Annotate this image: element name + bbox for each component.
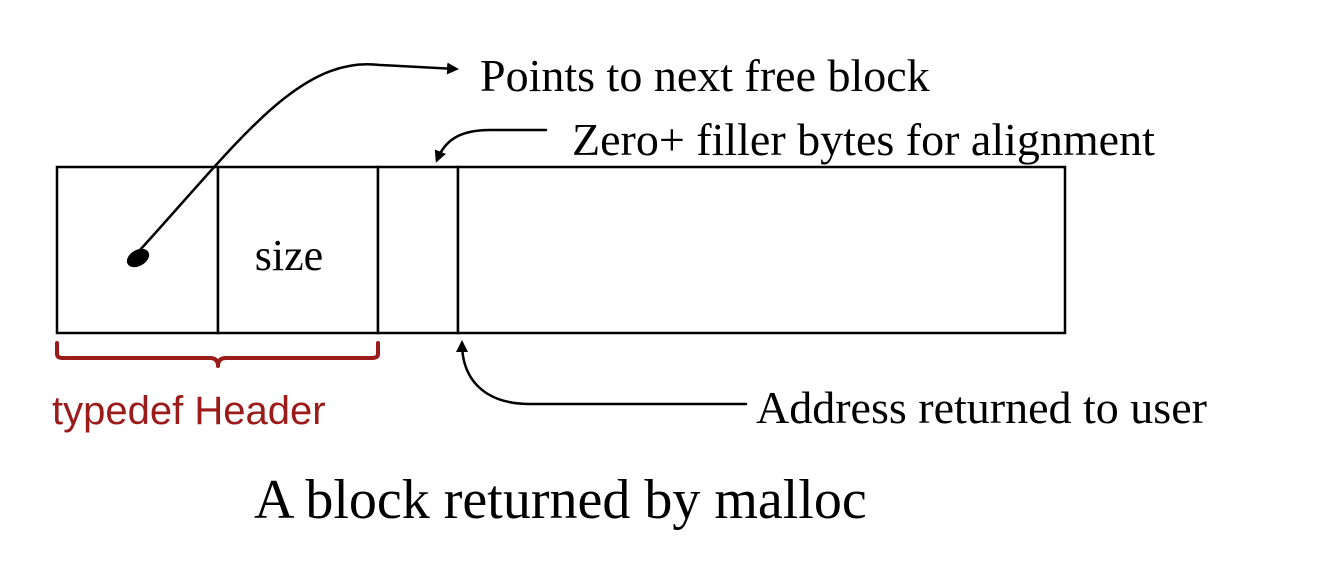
user-data-cell bbox=[456, 165, 1067, 335]
next-free-block-label: Points to next free block bbox=[480, 50, 930, 101]
header-brace bbox=[55, 341, 380, 368]
filler-bytes-arrow bbox=[434, 128, 548, 163]
header-type-label: typedef Header bbox=[52, 389, 326, 433]
next-free-block-arrow bbox=[138, 62, 459, 252]
diagram-caption: A block returned by malloc bbox=[254, 469, 867, 531]
header-size-cell bbox=[216, 165, 380, 335]
filler-bytes-cell bbox=[376, 165, 460, 335]
user-address-label: Address returned to user bbox=[756, 382, 1207, 433]
next-pointer-dot bbox=[126, 248, 150, 268]
user-address-arrow bbox=[456, 340, 748, 406]
size-cell-label: size bbox=[255, 231, 323, 280]
filler-bytes-label: Zero+ filler bytes for alignment bbox=[572, 114, 1155, 165]
